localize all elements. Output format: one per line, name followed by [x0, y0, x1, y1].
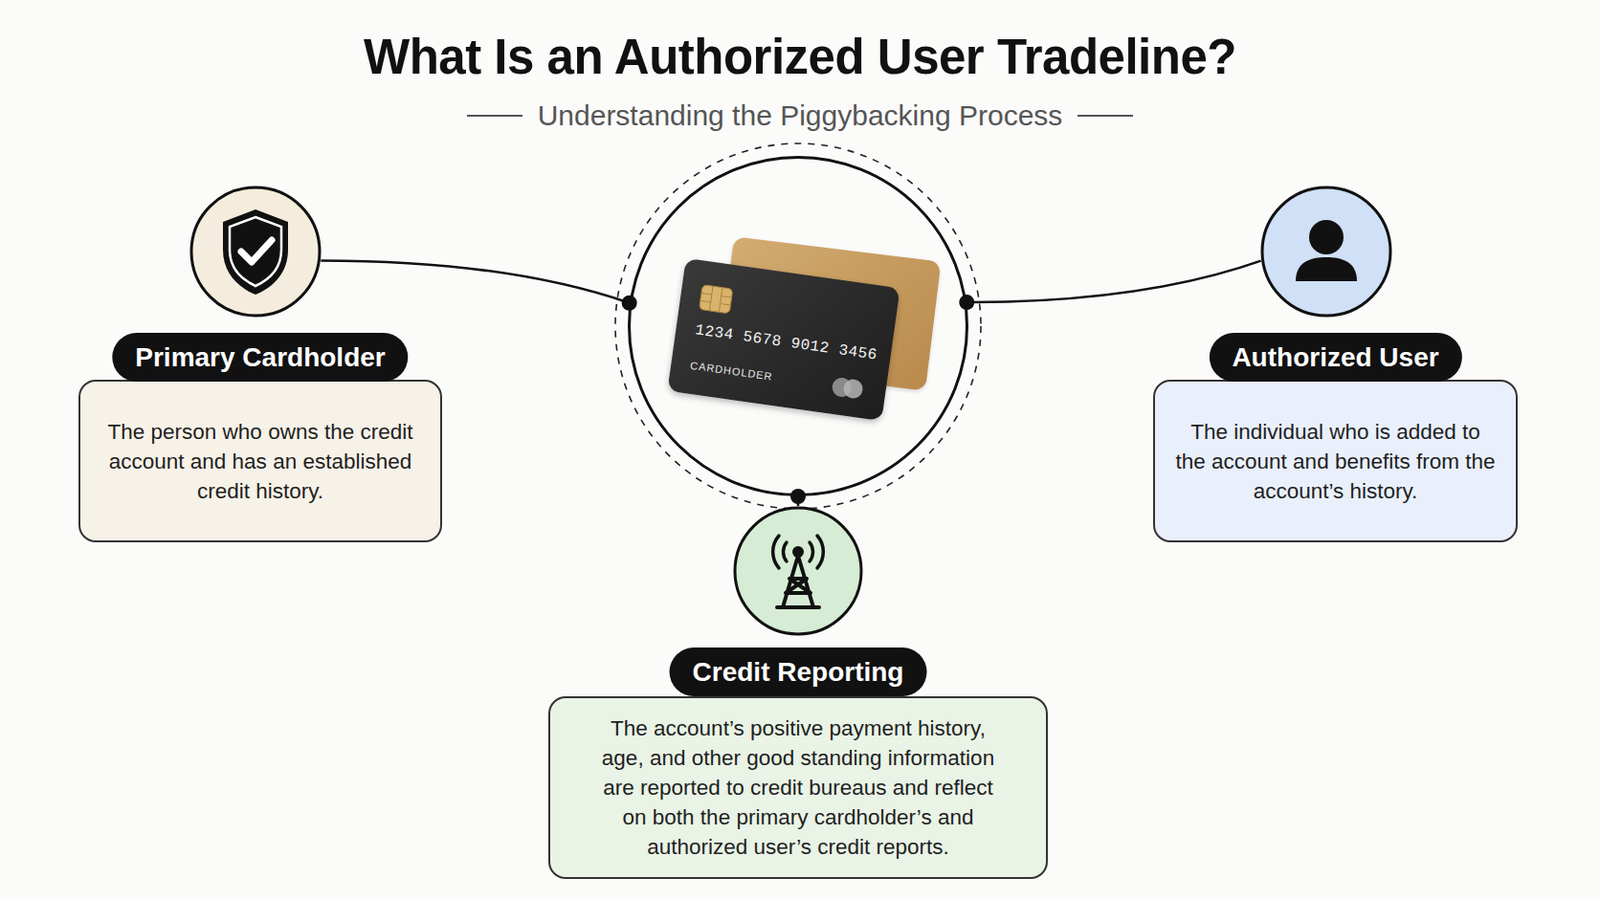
subtitle-rule — [1077, 114, 1134, 117]
heading-pill: Authorized User — [1208, 333, 1462, 382]
decor-circle — [191, 187, 320, 316]
body-text: The account’s positive payment history, … — [588, 713, 1008, 863]
connector-line — [966, 261, 1261, 303]
decor-circle — [734, 508, 862, 635]
card-logo — [824, 373, 870, 404]
person-icon — [1260, 185, 1393, 318]
dashed-ring — [615, 143, 981, 510]
connector — [320, 260, 637, 311]
info-card: The person who owns the credit account a… — [78, 181, 443, 543]
body-text: The individual who is added to the accou… — [1174, 417, 1497, 507]
card-name: CARDHOLDER — [689, 359, 775, 383]
connector-line — [320, 260, 629, 303]
credit-card-illustration: 1234 5678 9012 3456 CARDHOLDER — [630, 158, 966, 494]
tower-icon — [733, 506, 864, 637]
info-card: The individual who is added to the accou… — [1153, 181, 1518, 543]
decor-path — [1295, 257, 1357, 282]
decor-path — [773, 535, 824, 569]
connector — [958, 261, 1261, 311]
decor-circle — [842, 377, 865, 400]
info-card: The account’s positive payment history, … — [548, 504, 1048, 880]
decor-circle — [1262, 187, 1391, 316]
body-text: The person who owns the credit account a… — [99, 417, 422, 507]
card-body: The individual who is added to the accou… — [1153, 379, 1518, 543]
connector-dot — [790, 488, 806, 505]
decor-path — [229, 217, 282, 287]
card-body: The account’s positive payment history, … — [548, 696, 1048, 880]
card-body: The person who owns the credit account a… — [78, 379, 443, 543]
decor-path — [777, 555, 820, 608]
decor-path — [241, 240, 272, 263]
shield-icon — [189, 185, 322, 318]
card-chip — [697, 284, 734, 315]
heading-pill: Primary Cardholder — [111, 333, 408, 382]
subtitle-row: Understanding the Piggybacking Process — [0, 99, 1600, 133]
diagram-title: What Is an Authorized User Tradeline? — [0, 28, 1600, 86]
connector — [790, 488, 806, 507]
subtitle-text: Understanding the Piggybacking Process — [537, 99, 1064, 133]
heading-pill: Credit Reporting — [669, 647, 928, 697]
card-circle: 1234 5678 9012 3456 CARDHOLDER — [627, 155, 969, 497]
decor-path — [222, 209, 289, 295]
card-number: 1234 5678 9012 3456 — [693, 321, 879, 365]
decor-circle — [1309, 220, 1344, 255]
subtitle-rule — [466, 114, 523, 117]
decor-rect — [699, 285, 734, 314]
black-card: 1234 5678 9012 3456 CARDHOLDER — [666, 258, 900, 422]
decor-path — [699, 285, 734, 314]
